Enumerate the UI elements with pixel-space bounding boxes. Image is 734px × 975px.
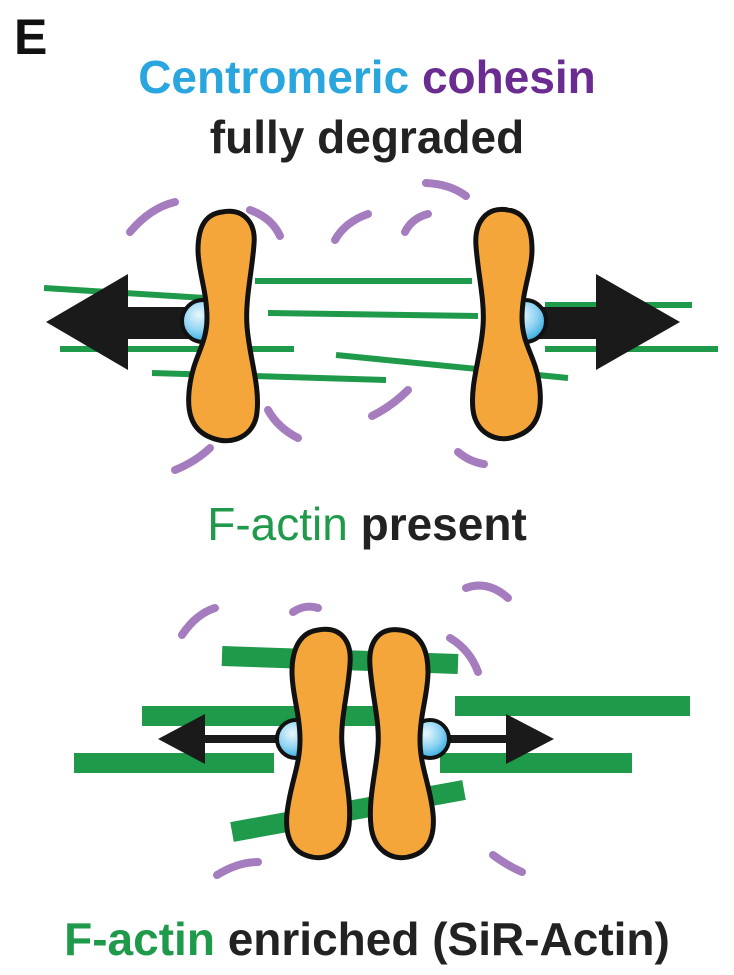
bottom-left-chromatid — [284, 626, 353, 861]
label-bottom-enriched: enriched (SiR-Actin) — [227, 913, 670, 965]
label-mid-present: present — [360, 498, 527, 550]
label-factin-present: F-actin present — [0, 497, 734, 551]
top-scene — [43, 179, 718, 474]
label-mid-factin: F-actin — [207, 498, 348, 550]
title-line-1: Centromeric cohesin — [0, 50, 734, 104]
top-right-chromatid — [469, 206, 543, 442]
bottom-scene — [74, 581, 690, 879]
bottom-left-arrow — [158, 714, 290, 764]
title-line-2: fully degraded — [209, 111, 525, 163]
title-centromeric: Centromeric — [138, 51, 410, 103]
panel-letter: E — [14, 9, 48, 65]
top-cohesin-dashes — [126, 179, 488, 474]
title-cohesin: cohesin — [421, 51, 596, 103]
top-left-chromatid — [186, 208, 261, 444]
bottom-right-arrow — [438, 714, 554, 764]
top-right-arrow — [530, 274, 680, 370]
label-factin-enriched: F-actin enriched (SiR-Actin) — [0, 912, 734, 966]
label-bottom-factin: F-actin — [64, 913, 215, 965]
bottom-right-chromatid — [367, 627, 436, 861]
